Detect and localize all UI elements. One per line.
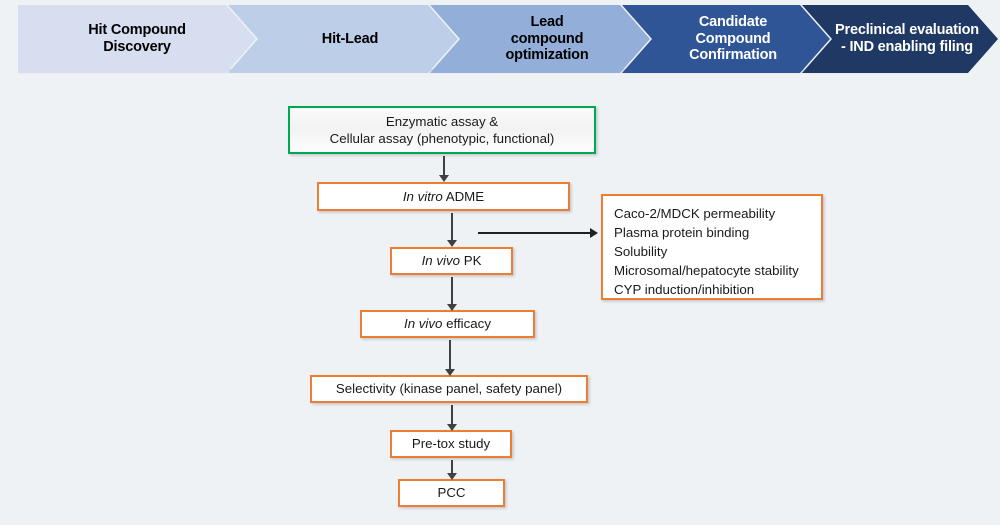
node-label: In vivo PK	[422, 252, 482, 269]
node-label-rest: PK	[460, 253, 482, 269]
arrow-assay-to-invitro-adme	[437, 156, 451, 182]
arrow-adme-to-assay-list	[478, 227, 598, 239]
node-in-vivo-pk[interactable]: In vivo PK	[390, 247, 513, 275]
list-item: Plasma protein binding	[614, 224, 750, 240]
node-pcc[interactable]: PCC	[398, 479, 505, 507]
stage-label: Lead compound optimization	[505, 13, 589, 64]
arrow-pretox-to-pcc	[445, 460, 459, 480]
node-line-1: Enzymatic assay &	[385, 113, 499, 129]
node-label: In vitro ADME	[403, 188, 484, 205]
node-label-rest: efficacy	[442, 316, 491, 332]
node-label: In vivo efficacy	[404, 315, 491, 332]
list-item: Caco-2/MDCK permeability	[614, 206, 776, 221]
stage-label: Hit-Lead	[321, 30, 379, 47]
node-label-italic: In vivo	[404, 316, 443, 332]
stage-label: Hit Compound Discovery	[88, 22, 186, 55]
node-enzymatic-cellular-assay[interactable]: Enzymatic assay & Cellular assay (phenot…	[288, 106, 596, 154]
list-item: CYP induction/inhibition	[614, 281, 755, 297]
stage-chevron-hit-lead[interactable]: Hit-Lead	[228, 5, 458, 73]
node-label-italic: In vivo	[421, 253, 460, 269]
list-item: Microsomal/hepatocyte stability	[614, 262, 799, 278]
stage-chevron-lead-compound-optimization[interactable]: Lead compound optimization	[430, 5, 650, 73]
node-label: PCC	[437, 485, 466, 501]
node-in-vivo-efficacy[interactable]: In vivo efficacy	[360, 310, 535, 338]
node-label-italic: In vitro	[402, 188, 443, 204]
arrow-invitro-adme-to-invivo-pk	[445, 213, 459, 247]
node-in-vitro-adme[interactable]: In vitro ADME	[317, 182, 570, 211]
stage-chevron-hit-compound-discovery[interactable]: Hit Compound Discovery	[18, 5, 256, 73]
adme-assay-list[interactable]: Caco-2/MDCK permeability Plasma protein …	[601, 194, 823, 300]
node-label: Selectivity (kinase panel, safety panel)	[335, 381, 563, 397]
drug-discovery-stage-banner: Hit Compound Discovery Hit-Lead Lead com…	[0, 5, 1000, 73]
node-selectivity[interactable]: Selectivity (kinase panel, safety panel)	[310, 375, 588, 403]
stage-label: Candidate Compound Confirmation	[689, 13, 777, 64]
arrow-selectivity-to-pretox	[445, 405, 459, 431]
node-pre-tox-study[interactable]: Pre-tox study	[390, 430, 512, 458]
arrow-invivo-efficacy-to-selectivity	[443, 340, 457, 376]
node-label-rest: ADME	[442, 188, 485, 204]
stage-chevron-candidate-compound-confirmation[interactable]: Candidate Compound Confirmation	[622, 5, 830, 73]
stage-label: Preclinical evaluation - IND enabling fi…	[835, 22, 979, 55]
node-label: Pre-tox study	[411, 436, 491, 452]
arrow-invivo-pk-to-invivo-efficacy	[445, 277, 459, 311]
stage-chevron-preclinical-evaluation[interactable]: Preclinical evaluation - IND enabling fi…	[802, 5, 998, 73]
list-item: Solubility	[614, 243, 668, 259]
node-line-2: Cellular assay (phenotypic, functional)	[329, 131, 555, 146]
